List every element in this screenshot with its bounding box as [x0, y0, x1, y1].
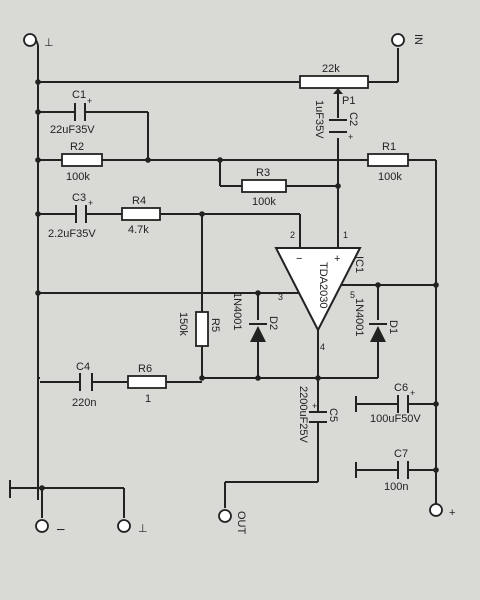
r4-ref: R4: [132, 195, 146, 207]
resistor-r4: R4 4.7k: [121, 195, 161, 236]
d1-ref: D1: [387, 320, 399, 334]
terminal-in: IN: [391, 33, 424, 47]
c5-ref: C5: [327, 408, 339, 422]
r5-value: 150k: [177, 312, 189, 336]
c6-ref: C6: [394, 382, 408, 394]
diode-d2: D2 1N4001: [231, 292, 279, 342]
gnd-top-label: ⊥: [44, 37, 54, 49]
resistor-r5: R5 150k: [177, 311, 221, 347]
in-label: IN: [412, 34, 424, 45]
ic1-ref: IC1: [353, 256, 365, 273]
d2-ref: D2: [267, 316, 279, 330]
capacitor-c3: + C3 2.2uF35V: [48, 192, 96, 240]
c1-polarity: +: [87, 96, 92, 106]
wires: [10, 45, 437, 518]
capacitor-c7: C7 100n: [384, 448, 409, 493]
terminal-gnd-top: ⊥: [23, 33, 54, 49]
ic1-pin-5: 5: [350, 290, 355, 300]
capacitor-c4: C4 220n: [72, 361, 96, 409]
resistor-r6: R6 1: [127, 363, 167, 405]
p1-ref: P1: [342, 95, 355, 107]
r6-ref: R6: [138, 363, 152, 375]
ic1-pin-4: 4: [320, 342, 325, 352]
ic1-pin-3: 3: [278, 292, 283, 302]
r1-ref: R1: [382, 141, 396, 153]
c5-polarity: +: [312, 401, 317, 411]
junction-dots: [35, 79, 439, 491]
c2-value: 1uF35V: [313, 100, 325, 139]
capacitor-c1: + C1 22uF35V: [50, 89, 95, 136]
resistor-r2: R2 100k: [61, 141, 103, 183]
r3-ref: R3: [256, 167, 270, 179]
capacitor-c5: + C5 2200uF25V: [297, 386, 339, 444]
potentiometer-p1: 22k P1: [299, 63, 369, 107]
r4-value: 4.7k: [128, 224, 149, 236]
minus-label: I: [54, 528, 66, 531]
ic1-value: TDA2030: [317, 262, 329, 308]
out-label: OUT: [235, 511, 247, 535]
c6-polarity: +: [410, 388, 415, 398]
d2-value: 1N4001: [231, 292, 243, 331]
ic1-pin-1: 1: [343, 230, 348, 240]
c7-ref: C7: [394, 448, 408, 460]
ic1-minus: −: [296, 253, 302, 265]
r1-value: 100k: [378, 171, 402, 183]
c5-value: 2200uF25V: [297, 386, 309, 444]
amplifier-ic1: − + IC1 TDA2030 1 2 3 4 5: [274, 230, 365, 352]
c2-polarity: +: [348, 132, 353, 142]
c1-ref: C1: [72, 89, 86, 101]
c1-value: 22uF35V: [50, 124, 95, 136]
ic1-pin-2: 2: [290, 230, 295, 240]
r2-ref: R2: [70, 141, 84, 153]
terminal-minus: I: [35, 519, 66, 533]
terminal-gnd-bottom: ⊥: [117, 519, 148, 535]
c4-ref: C4: [76, 361, 90, 373]
d1-value: 1N4001: [353, 298, 365, 337]
c6-value: 100uF50V: [370, 413, 421, 425]
p1-value: 22k: [322, 63, 340, 75]
terminal-plus: +: [429, 503, 455, 519]
c2-ref: C2: [347, 112, 359, 126]
gnd-bottom-label: ⊥: [138, 523, 148, 535]
r2-value: 100k: [66, 171, 90, 183]
ic1-plus: +: [334, 253, 340, 265]
r5-ref: R5: [209, 318, 221, 332]
plus-label: +: [449, 507, 455, 519]
r3-value: 100k: [252, 196, 276, 208]
terminal-out: OUT: [218, 509, 247, 535]
r6-value: 1: [145, 393, 151, 405]
diode-d1: D1 1N4001: [353, 298, 399, 342]
resistor-r3: R3 100k: [241, 167, 287, 208]
c3-polarity: +: [88, 198, 93, 208]
resistor-r1: R1 100k: [367, 141, 409, 183]
c3-value: 2.2uF35V: [48, 228, 96, 240]
capacitor-c6: + C6 100uF50V: [370, 382, 421, 425]
c4-value: 220n: [72, 397, 96, 409]
capacitor-c2: + C2 1uF35V: [313, 100, 359, 142]
c3-ref: C3: [72, 192, 86, 204]
c7-value: 100n: [384, 481, 408, 493]
